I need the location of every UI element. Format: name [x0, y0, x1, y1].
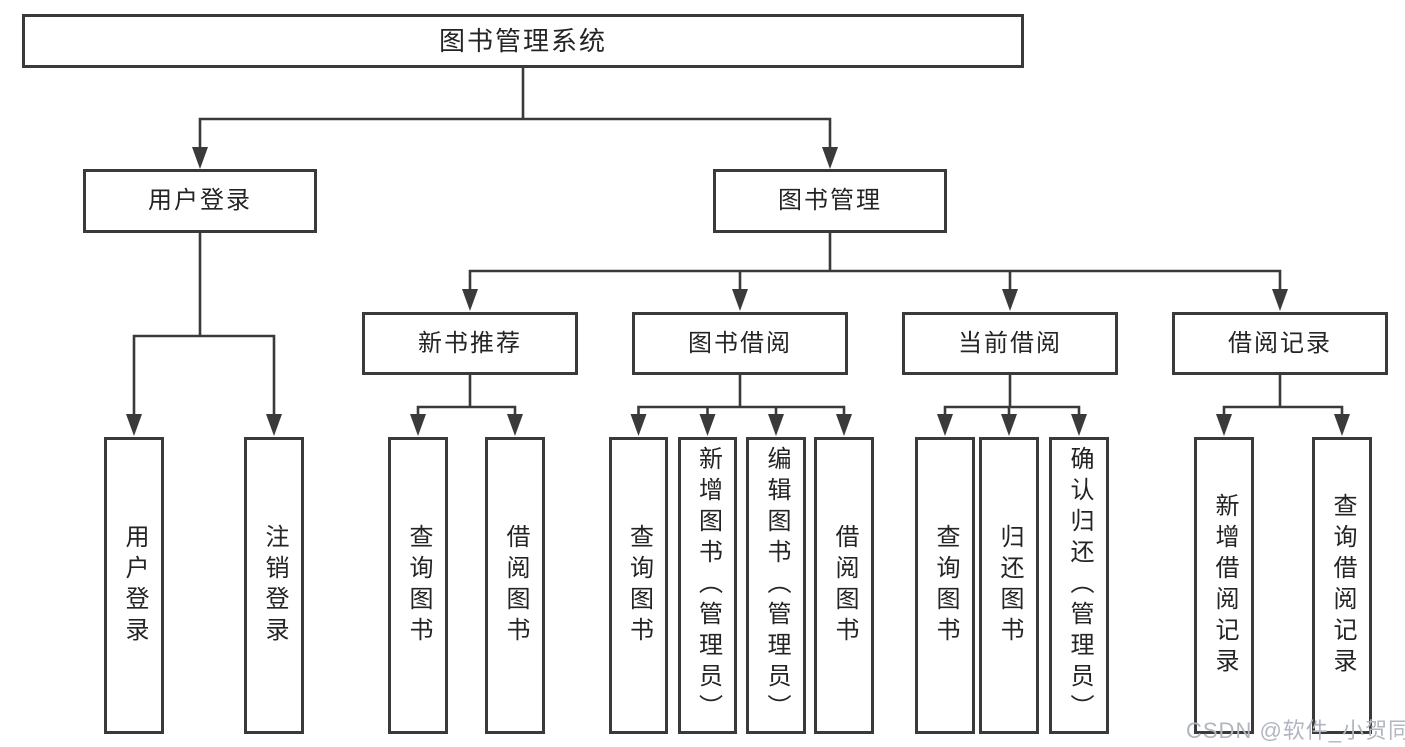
watermark: CSDN @软件_小贺同学	[1186, 718, 1405, 743]
leaf-bb-query-books: 查询图书	[609, 437, 668, 734]
arrow-icon	[1272, 289, 1288, 311]
arrow-icon	[1002, 289, 1018, 311]
arrow-icon	[192, 147, 208, 169]
arrow-icon	[732, 289, 748, 311]
arrow-icon	[462, 289, 478, 311]
node-label: 图书借阅	[688, 329, 792, 357]
connector-records-children	[1222, 373, 1344, 418]
leaf-bb-edit-books-admin: 编辑图书（管理员）	[746, 437, 806, 734]
connector-root-to-level1	[198, 65, 832, 152]
node-borrow-records: 借阅记录	[1172, 312, 1388, 375]
arrow-icon	[699, 414, 716, 436]
leaf-rec-query-books: 查询图书	[388, 437, 448, 734]
node-book-borrow: 图书借阅	[632, 312, 848, 375]
arrow-icon	[410, 414, 426, 436]
leaf-br-add-record: 新增借阅记录	[1194, 437, 1254, 734]
arrow-icon	[836, 414, 852, 436]
leaf-br-query-record: 查询借阅记录	[1312, 437, 1372, 734]
leaf-rec-borrow-books: 借阅图书	[485, 437, 545, 734]
node-new-book-recommend: 新书推荐	[362, 312, 578, 375]
connector-bookmgmt-children	[468, 231, 1282, 294]
arrow-icon	[1334, 414, 1350, 436]
node-label: 用户登录	[121, 523, 148, 648]
arrow-icon	[126, 414, 142, 436]
leaf-user-login: 用户登录	[104, 437, 164, 734]
leaf-bb-add-books-admin: 新增图书（管理员）	[678, 437, 737, 734]
node-label: 编辑图书（管理员）	[763, 446, 790, 725]
node-label: 新增图书（管理员）	[694, 446, 722, 725]
node-label: 图书管理系统	[438, 26, 607, 56]
node-library-system: 图书管理系统	[22, 14, 1024, 68]
node-label: 新增借阅记录	[1211, 492, 1238, 679]
node-label: 借阅图书	[502, 523, 529, 648]
node-label: 图书管理	[778, 187, 882, 214]
node-label: 借阅记录	[1228, 329, 1332, 357]
leaf-cb-return-books: 归还图书	[979, 437, 1039, 734]
node-current-borrow: 当前借阅	[902, 312, 1118, 375]
connector-borrow-children	[637, 373, 846, 418]
node-label: 借阅图书	[831, 523, 858, 648]
arrow-icon	[937, 414, 953, 436]
node-label: 新书推荐	[418, 329, 522, 357]
node-label: 查询图书	[625, 523, 653, 648]
arrow-icon	[630, 414, 647, 436]
arrow-icon	[1071, 414, 1087, 436]
arrow-icon	[1216, 414, 1232, 436]
connector-current-children	[943, 373, 1081, 418]
node-label: 查询图书	[932, 523, 959, 648]
node-label: 用户登录	[148, 187, 252, 214]
node-user-login: 用户登录	[83, 169, 317, 233]
node-label: 查询借阅记录	[1329, 492, 1356, 679]
arrow-icon	[768, 414, 784, 436]
arrow-icon	[507, 414, 523, 436]
connector-recommend-children	[416, 373, 517, 418]
connector-userlogin-children	[132, 231, 276, 418]
node-book-management: 图书管理	[713, 169, 947, 233]
leaf-cb-confirm-return-admin: 确认归还（管理员）	[1049, 437, 1109, 734]
arrow-icon	[266, 414, 282, 436]
node-label: 注销登录	[261, 523, 288, 648]
arrow-icon	[822, 147, 838, 169]
node-label: 查询图书	[405, 523, 432, 648]
node-label: 当前借阅	[958, 329, 1062, 357]
leaf-logout: 注销登录	[244, 437, 304, 734]
node-label: 确认归还（管理员）	[1066, 446, 1093, 725]
leaf-cb-query-books: 查询图书	[915, 437, 975, 734]
node-label: 归还图书	[996, 523, 1023, 648]
arrow-icon	[1001, 414, 1017, 436]
leaf-bb-borrow-books: 借阅图书	[814, 437, 874, 734]
